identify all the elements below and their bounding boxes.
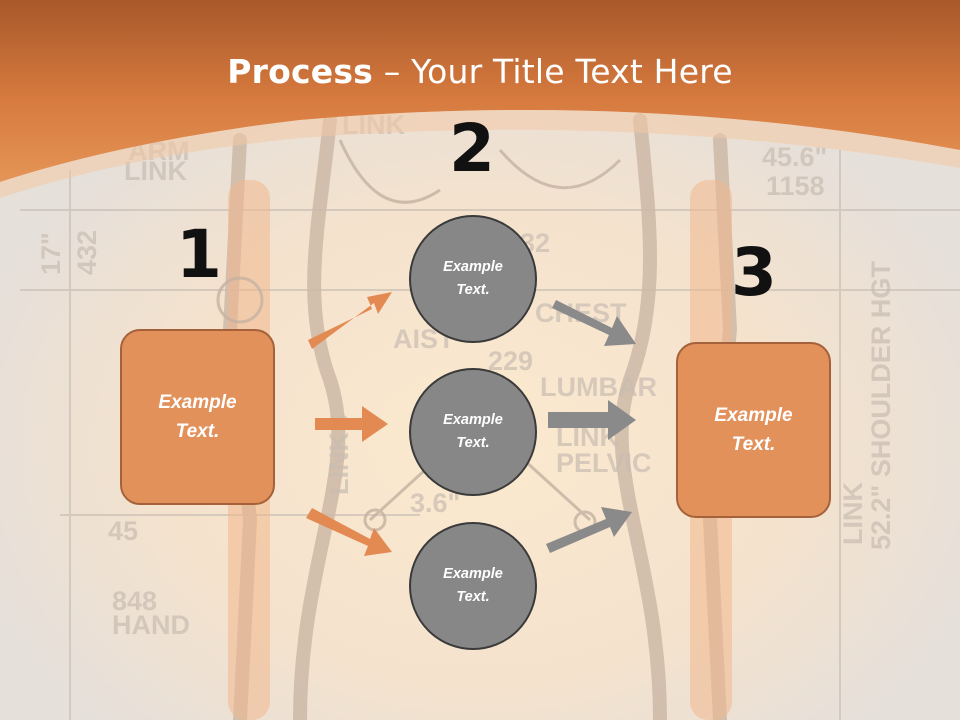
- circle-bottom: Example Text.: [409, 522, 537, 650]
- slide-title: Process – Your Title Text Here: [227, 52, 733, 91]
- circle-top-label: Example Text.: [443, 259, 503, 298]
- bg-text-17: 17": [36, 232, 66, 275]
- step-box-left: Example Text.: [120, 329, 275, 505]
- step-box-right-label: Example Text.: [714, 405, 793, 455]
- bg-text-lumbar-link: LUMBAR: [540, 372, 657, 402]
- arrow-left-to-top: [308, 292, 392, 349]
- arrow-middle-to-right: [548, 400, 636, 440]
- bg-text-links: PELVIC: [556, 448, 652, 478]
- step-number-1: 1: [176, 216, 222, 293]
- bg-text-1158: 1158: [766, 171, 825, 201]
- arrow-top-to-right: [552, 300, 636, 346]
- circle-top: Example Text.: [409, 215, 537, 343]
- bg-text-432: 432: [72, 230, 102, 275]
- circle-middle-label: Example Text.: [443, 412, 503, 451]
- arrow-left-to-middle: [315, 406, 388, 442]
- gray-arrows: [546, 300, 636, 553]
- orange-arrows: [306, 292, 392, 556]
- bg-text-hand: 848: [112, 586, 157, 616]
- circle-bottom-label: Example Text.: [443, 566, 503, 605]
- bg-text-lumbar: 229: [488, 346, 533, 376]
- arrow-left-to-bottom: [306, 508, 392, 556]
- arrow-bottom-to-right: [546, 507, 632, 553]
- bg-text-848: 45: [108, 516, 138, 546]
- bg-text-1326: 52.2" SHOULDER HGT: [866, 261, 896, 550]
- step-number-3: 3: [731, 234, 777, 311]
- step-box-right: Example Text.: [676, 342, 831, 518]
- step-number-2: 2: [449, 110, 495, 187]
- circle-middle: Example Text.: [409, 368, 537, 496]
- header-band: [0, 0, 960, 182]
- step-box-left-label: Example Text.: [158, 392, 237, 442]
- bg-text-shoulder: LINK: [838, 482, 868, 545]
- bg-text-45: 3.6": [410, 488, 460, 518]
- bg-text-hand-link: HAND: [112, 610, 190, 640]
